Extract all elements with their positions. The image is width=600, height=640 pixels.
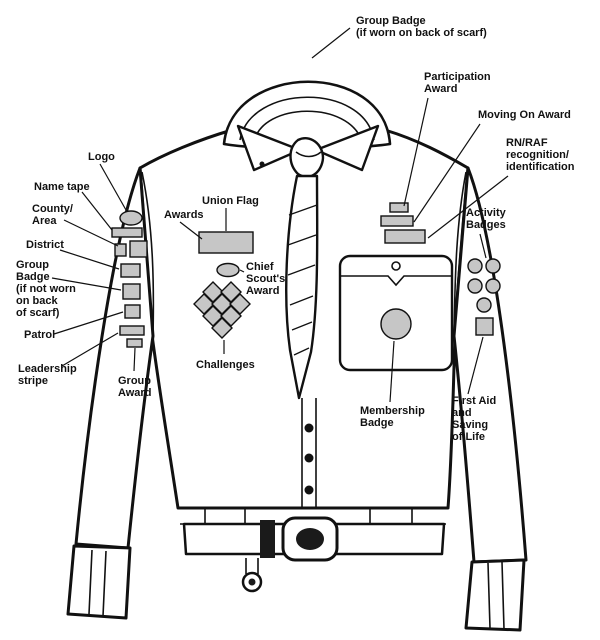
membership-badge-shape <box>380 308 412 340</box>
right-cuff-slit <box>487 561 505 630</box>
label-challenges: Challenges <box>196 359 255 371</box>
belt-loops <box>204 509 413 523</box>
left-cuff <box>66 544 132 620</box>
labels: Group Badge (if worn on back of scarf) P… <box>16 15 575 443</box>
activity-badge-shape <box>485 278 501 294</box>
challenge-diamond <box>220 281 242 303</box>
group-badge-shape <box>122 283 141 300</box>
label-first-aid: First Aid and Saving of Life <box>452 395 499 443</box>
logo-badge-shape <box>119 210 143 226</box>
label-name-tape: Name tape <box>34 181 90 193</box>
participation-award-shape <box>389 202 409 213</box>
name-tape-shape <box>111 227 143 238</box>
pointer-leadership-stripe <box>61 332 119 367</box>
challenge-diamond <box>202 305 224 327</box>
leadership-stripe-shape <box>119 325 145 336</box>
challenge-diamond <box>211 317 233 339</box>
right-armhole-seam <box>453 171 467 337</box>
patrol-badge-shape <box>124 304 141 319</box>
pointer-county-area <box>63 219 119 247</box>
belt-hang-ring-dot <box>248 578 256 586</box>
activity-badge-shape <box>467 258 483 274</box>
challenge-diamond <box>193 293 215 315</box>
label-participation-award: Participation Award <box>424 71 494 95</box>
belt-buckle-center <box>296 528 324 550</box>
label-activity-badges: Activity Badges <box>466 207 509 231</box>
union-flag-shape <box>198 231 254 254</box>
left-sleeve <box>74 166 155 550</box>
shirt-button <box>304 485 314 495</box>
label-county-area: County/ Area <box>32 203 76 227</box>
moving-on-award-shape <box>380 215 414 227</box>
scarf-tail <box>285 174 319 400</box>
label-awards: Awards <box>164 209 204 221</box>
left-collar-point <box>236 124 302 172</box>
neckerchief-inner-fold <box>239 96 375 141</box>
county-area-badge-shape <box>129 240 148 258</box>
first-aid-badge-shape <box>475 317 494 336</box>
left-cuff-slit <box>88 549 107 617</box>
rn-raf-badge-shape <box>384 229 426 244</box>
placket-lines <box>301 398 317 508</box>
right-cuff <box>464 558 526 632</box>
challenge-diamond <box>202 281 224 303</box>
challenge-diamond <box>220 305 242 327</box>
label-patrol: Patrol <box>24 329 55 341</box>
label-district: District <box>26 239 64 251</box>
pointer-district <box>59 249 120 270</box>
label-moving-on-award: Moving On Award <box>478 109 571 121</box>
pointer-name-tape <box>81 191 113 231</box>
label-group-award: Group Award <box>118 375 154 399</box>
left-armhole-seam <box>141 171 155 337</box>
chest-pocket-flap <box>340 275 452 287</box>
belt-hang-strap <box>245 558 259 574</box>
label-group-badge-front: Group Badge (if not worn on back of scar… <box>16 259 79 319</box>
shirt-button <box>304 423 314 433</box>
scarf-knot-fold <box>295 151 322 158</box>
label-logo: Logo <box>88 151 115 163</box>
challenge-diamond <box>229 293 251 315</box>
pointer-rn-raf <box>427 175 509 239</box>
county-area-badge-small-shape <box>114 243 127 257</box>
collar-button <box>259 161 265 167</box>
pointer-logo <box>99 163 127 211</box>
right-collar-point <box>314 124 380 172</box>
shirt-button <box>304 453 314 463</box>
scarf-knot <box>289 137 325 179</box>
label-group-badge-back: Group Badge (if worn on back of scarf) <box>356 15 487 39</box>
badges <box>111 202 501 348</box>
label-membership-badge: Membership Badge <box>360 405 428 429</box>
pointer-activity-badges <box>479 233 487 259</box>
label-union-flag: Union Flag <box>202 195 259 207</box>
pointer-lines <box>51 27 509 403</box>
challenge-diamond <box>211 293 233 315</box>
label-rn-raf: RN/RAF recognition/ identification <box>506 137 575 173</box>
pointer-group-badge-back <box>311 27 351 59</box>
chest-pocket-button <box>391 261 401 271</box>
group-award-shape <box>126 338 143 348</box>
neckerchief-inner-fold-2 <box>253 110 363 143</box>
activity-badge-shape <box>476 297 492 313</box>
pointer-moving-on-award <box>413 123 481 223</box>
activity-badge-shape <box>467 278 483 294</box>
pointer-awards <box>179 221 203 240</box>
pointer-participation-award <box>403 97 429 207</box>
chief-scouts-award-shape <box>216 262 240 278</box>
label-leadership-stripe: Leadership stripe <box>18 363 80 387</box>
pointer-membership-badge <box>389 340 395 403</box>
pointer-first-aid <box>467 336 484 395</box>
pointer-group-award <box>133 347 136 372</box>
pointer-group-badge-front <box>51 277 122 291</box>
activity-badge-shape <box>485 258 501 274</box>
pointer-chief-scouts-award <box>239 269 245 273</box>
district-badge-shape <box>120 263 141 278</box>
shirt-drawing <box>66 80 528 632</box>
label-chief-scouts-award: Chief Scout's Award <box>246 261 288 297</box>
challenges-diamonds <box>193 281 251 339</box>
pointer-patrol <box>53 311 124 335</box>
belt-keeper <box>260 520 275 558</box>
scarf-tail-stripes <box>287 204 318 356</box>
